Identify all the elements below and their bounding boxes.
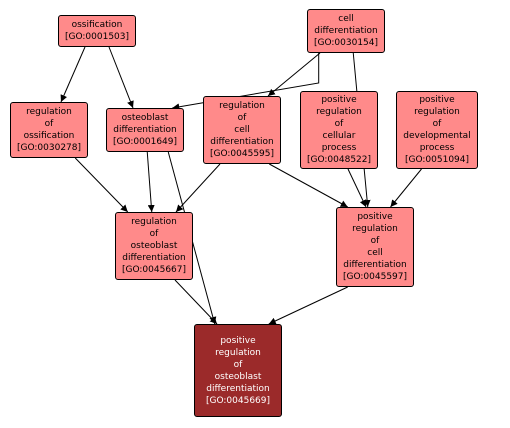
node-label-line: of [149,229,159,239]
node-positive-regulation-of-cellular-process[interactable]: positive regulation of cellular process [GO:0… [300,91,378,169]
edge-osteoblast_diff-to-reg_osteoblast_diff [146,151,155,213]
node-label-line: cell [338,14,354,24]
node-label-line: of [334,119,344,129]
node-label-line: positive [419,95,455,105]
node-label-line: regulation [215,347,261,358]
edge-ossification-to-osteoblast_diff [108,46,134,109]
node-label-line: [GO:0045595] [209,149,275,159]
node-positive-regulation-of-developmental-process[interactable]: positive regulation of developmental process… [396,91,478,169]
node-regulation-of-osteoblast-differentiation[interactable]: regulation of osteoblast differentiation [GO… [115,212,193,280]
edge-reg_cell_diff-to-pos_reg_cell_diff [269,163,348,208]
node-label-line: regulation [352,224,398,234]
node-label-line: positive [220,335,256,346]
node-label-line: ossification [71,20,123,30]
node-label-line: [GO:0051094] [404,155,470,165]
node-label-line: [GO:0030278] [16,143,82,153]
node-label-line: regulation [414,107,460,117]
node-label-line: [GO:0001503] [64,32,130,42]
node-label-line: developmental [403,131,471,141]
edge-ossification-to-reg_ossification [60,46,86,103]
node-label-line: [GO:0045667] [121,265,187,275]
node-regulation-of-ossification[interactable]: regulation of ossification [GO:0030278] [10,102,88,158]
edge-reg_ossification-to-reg_osteoblast_diff [74,157,129,213]
edge-cell_diff-to-reg_cell_diff [267,52,321,97]
node-regulation-of-cell-differentiation[interactable]: regulation of cell differentiation [GO:00455… [203,96,281,164]
edge-pos_reg_dev_proc-to-pos_reg_cell_diff [390,168,422,208]
node-label-line: regulation [219,101,265,111]
node-label-line: differentiation [206,383,270,394]
node-label-line: of [237,113,247,123]
node-label-line: [GO:0001649] [112,137,178,147]
node-label-line: osteoblast [130,241,178,251]
node-label-line: of [233,359,243,370]
edge-pos_reg_cell_proc-to-pos_reg_cell_diff [347,168,367,208]
node-label-line: regulation [26,107,72,117]
node-ossification[interactable]: ossification [GO:0001503] [58,15,136,47]
node-label-line: process [419,143,455,153]
node-label-line: [GO:0030154] [313,38,379,48]
node-label-line: of [370,236,380,246]
node-positive-regulation-of-cell-differentiation[interactable]: positive regulation of cell differentiation [… [336,207,414,287]
node-label-line: regulation [131,217,177,227]
node-label-line: differentiation [314,26,378,36]
node-label-line: cellular [322,131,356,141]
node-label-line: ossification [23,131,75,141]
node-label-line: differentiation [343,260,407,270]
edge-reg_osteoblast_diff-to-pos_reg_osteoblast_diff [174,279,218,325]
node-label-line: osteoblast [121,113,169,123]
node-label-line: differentiation [113,125,177,135]
node-label-line: regulation [316,107,362,117]
node-label-line: positive [357,212,393,222]
node-label-line: differentiation [210,137,274,147]
node-label-line: of [44,119,54,129]
node-osteoblast-differentiation[interactable]: osteoblast differentiation [GO:0001649] [106,108,184,152]
node-label-line: of [432,119,442,129]
edge-pos_reg_cell_diff-to-pos_reg_osteoblast_diff [268,286,348,325]
edge-reg_cell_diff-to-reg_osteoblast_diff [175,163,221,213]
node-cell-differentiation[interactable]: cell differentiation [GO:0030154] [307,9,385,53]
node-label-line: cell [367,248,383,258]
node-label-line: differentiation [122,253,186,263]
node-label-line: process [321,143,357,153]
node-label-line: osteoblast [214,371,262,382]
node-label-line: positive [321,95,357,105]
node-label-line: [GO:0045669] [205,395,271,406]
node-label-line: [GO:0048522] [306,155,372,165]
node-label-line: [GO:0045597] [342,272,408,282]
node-label-line: cell [234,125,250,135]
